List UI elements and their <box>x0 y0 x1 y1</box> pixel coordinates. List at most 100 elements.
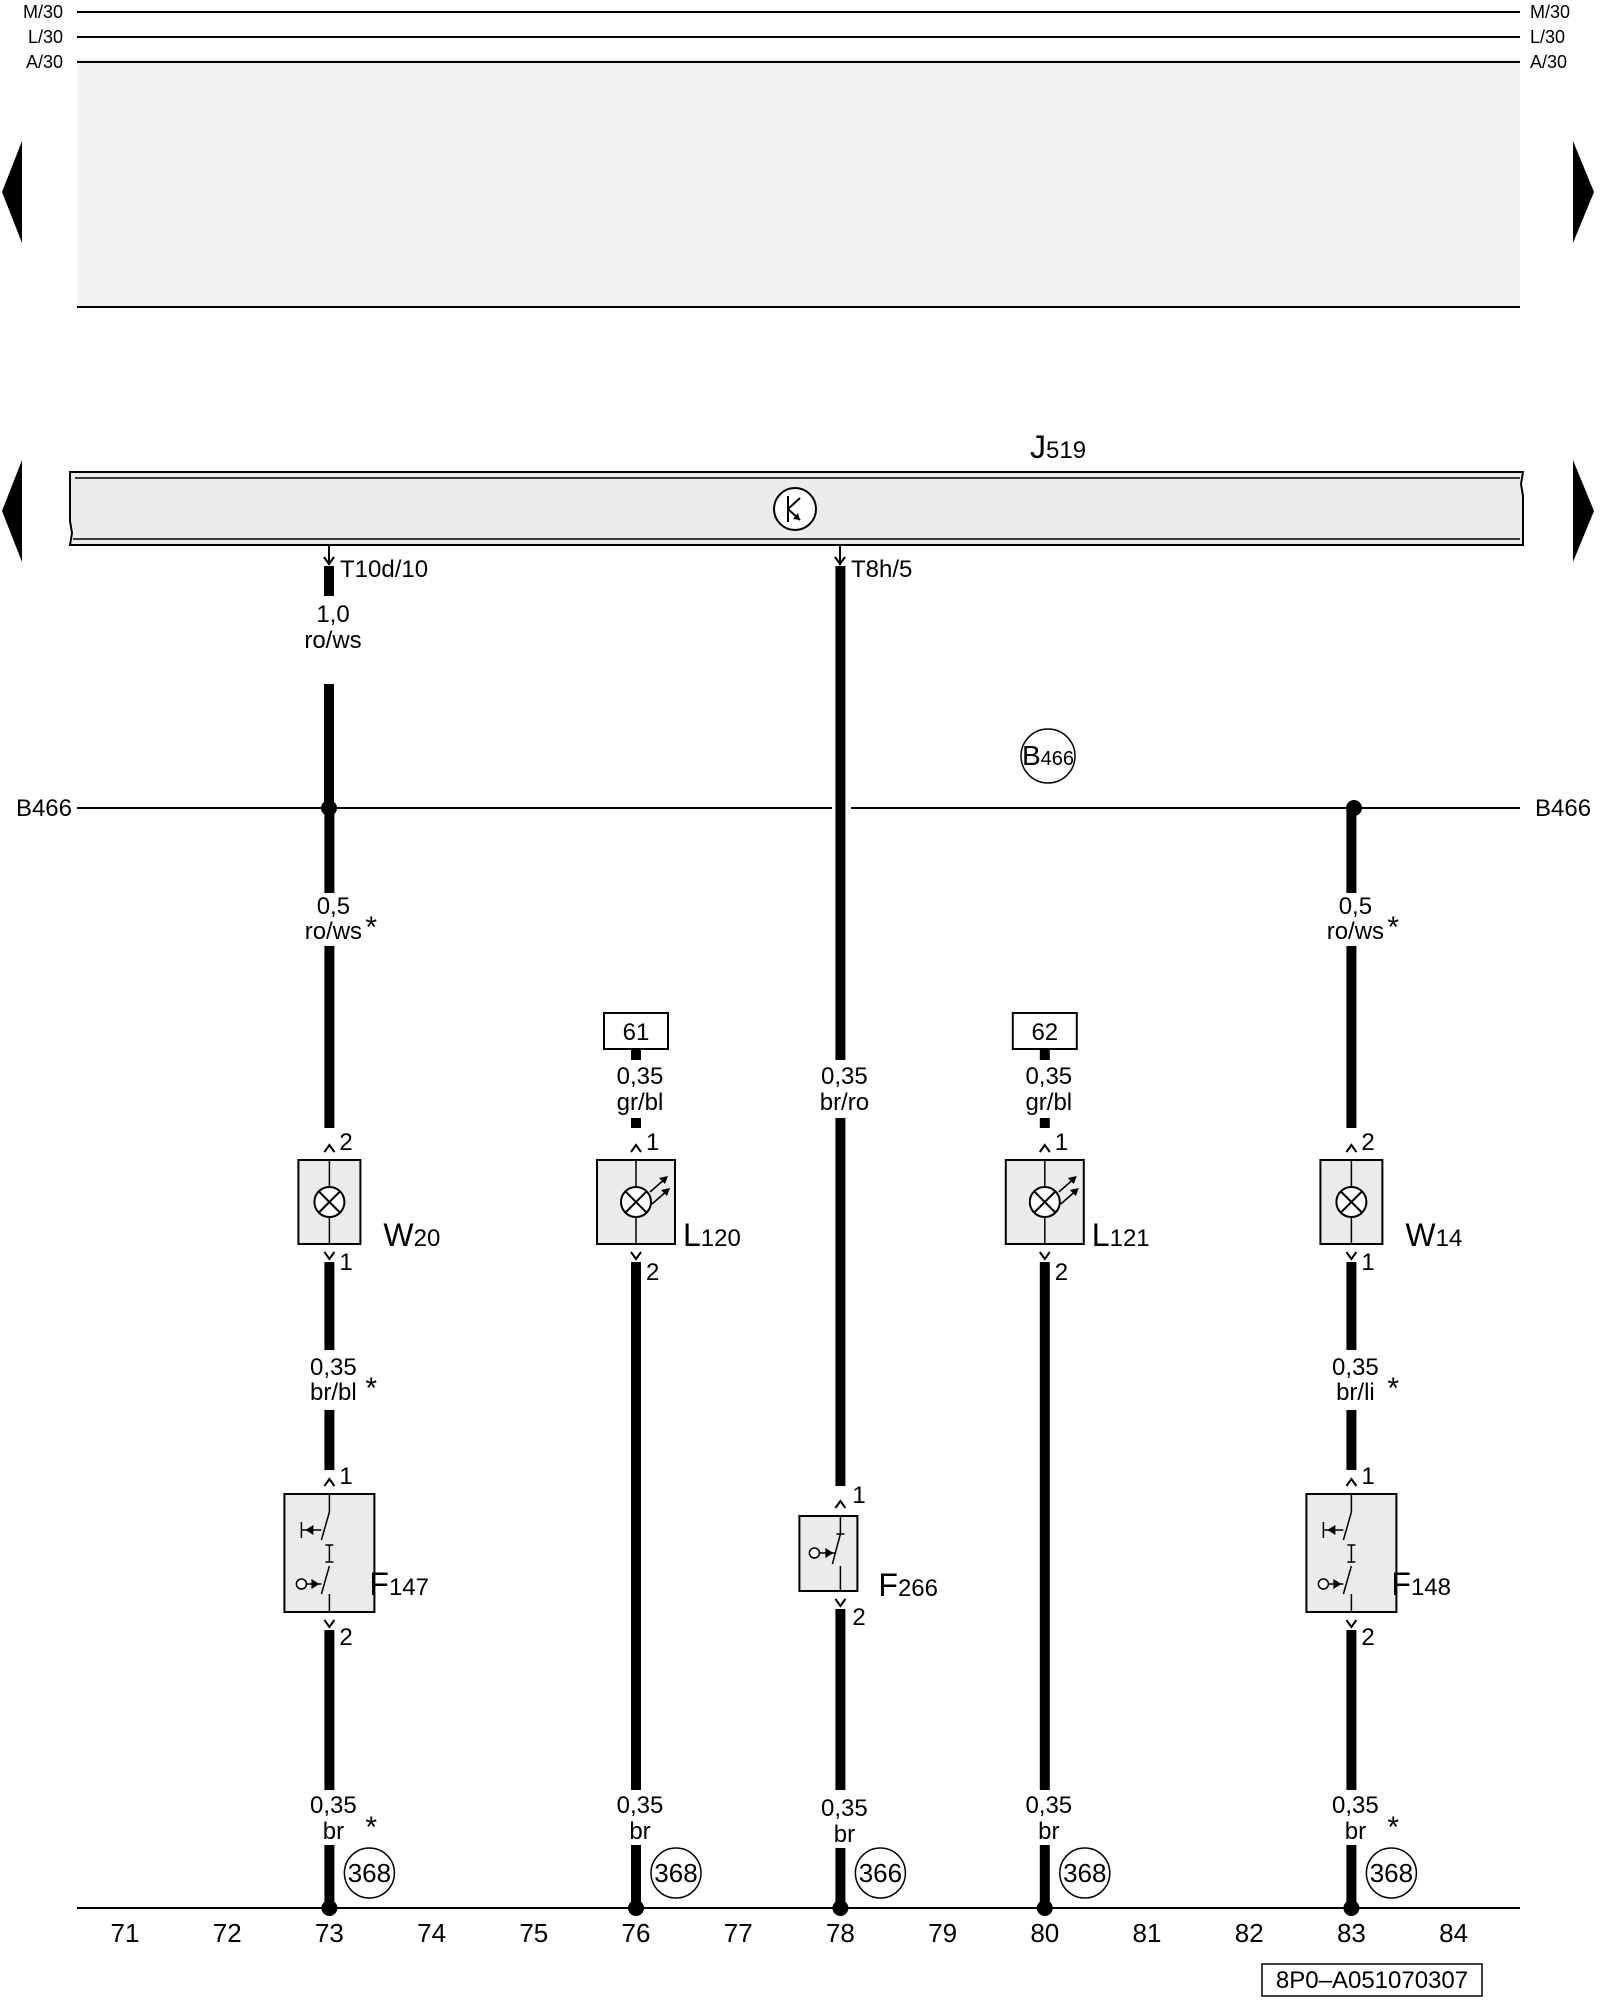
l120-ref-number: 61 <box>623 1019 650 1046</box>
w20-component-label: W20 <box>383 1217 440 1253</box>
connector-arrow-a <box>323 556 335 566</box>
0-upper_wire-size: 0,5 <box>317 893 350 920</box>
3-ground_wire-color: br <box>1038 1818 1059 1845</box>
l121-component-number: 121 <box>1110 1225 1150 1252</box>
control-unit-name: J <box>1030 429 1046 465</box>
control-unit-number: 519 <box>1046 437 1086 464</box>
l121-pin-top-arrow <box>1038 1143 1051 1153</box>
2-upper_wire-size: 0,35 <box>821 1063 868 1090</box>
w20-switch-pin-bottom-arrow <box>323 1619 336 1629</box>
w14-switch-label: F148 <box>1391 1566 1451 1602</box>
l121-ground-circle <box>1059 1847 1111 1899</box>
column-number-82: 82 <box>1235 1918 1264 1948</box>
4-upper_wire-color: ro/ws <box>1327 918 1384 945</box>
4-upper_wire-size: 0,5 <box>1339 893 1372 920</box>
w14-switch-pin-bottom-arrow <box>1345 1619 1358 1629</box>
w20-switch-pin-bottom: 2 <box>339 1624 352 1651</box>
w14-component-name: W <box>1405 1217 1436 1253</box>
svg-text:B466: B466 <box>1022 740 1074 771</box>
rail-label-m30-left: M/30 <box>23 2 63 22</box>
footer-code: 8P0–A051070307 <box>1276 1967 1468 1994</box>
2-ground_wire-size: 0,35 <box>821 1795 868 1822</box>
bus-label-right: B466 <box>1535 795 1591 822</box>
f266-switch-pin-bottom: 2 <box>852 1604 865 1631</box>
next-page-arrow-top[interactable] <box>1573 141 1594 243</box>
l120-ref-box <box>603 1012 669 1050</box>
rail-label-a30-left: A/30 <box>26 52 63 72</box>
l121-pin-bottom: 2 <box>1055 1259 1068 1286</box>
0-ground_wire-star: * <box>365 1811 377 1844</box>
w20-switch-number: 147 <box>389 1574 429 1601</box>
w20-ground-circle <box>343 1847 396 1899</box>
0-upper_wire-color: ro/ws <box>305 918 362 945</box>
l120-pin-bottom: 2 <box>646 1259 659 1286</box>
2-ground_wire-color: br <box>834 1821 855 1848</box>
column-number-80: 80 <box>1030 1918 1059 1948</box>
0-mid_wire-size: 0,35 <box>310 1354 357 1381</box>
branch-group: 0,5ro/ws*21W200,35br/bl*12F1470,35br*368… <box>283 566 1463 1916</box>
column-number-75: 75 <box>519 1918 548 1948</box>
column-number-83: 83 <box>1337 1918 1366 1948</box>
1-upper_wire-size: 0,35 <box>617 1063 664 1090</box>
f266-ground-number: 366 <box>859 1858 902 1888</box>
0-mid_wire-color: br/bl <box>310 1379 357 1406</box>
w20-switch-pin-top: 1 <box>339 1463 352 1490</box>
w14-lamp-icon <box>1335 1186 1368 1218</box>
4-mid_wire-color: br/li <box>1336 1379 1375 1406</box>
w14-ground-circle <box>1365 1847 1418 1899</box>
b466-letter: B <box>1022 740 1041 771</box>
l120-pin-top-arrow <box>630 1143 642 1153</box>
w14-component-number: 14 <box>1436 1225 1463 1252</box>
w20-lamp-icon <box>313 1186 346 1218</box>
l120-component-label: L120 <box>683 1217 741 1253</box>
4-mid_wire-star: * <box>1387 1372 1399 1405</box>
l121-component-label: L121 <box>1092 1217 1150 1253</box>
top-rail-panel <box>77 59 1520 307</box>
feed-wire-size: 1,0 <box>316 601 349 628</box>
1-ground_wire-size: 0,35 <box>617 1792 664 1819</box>
l121-light-rays-icon <box>1058 1176 1079 1205</box>
w14-switch-pin-top: 1 <box>1361 1463 1374 1490</box>
f266-switch-label: F266 <box>878 1567 938 1603</box>
w14-switch-pin-top-arrow <box>1345 1477 1358 1487</box>
l120-ground-circle <box>650 1847 702 1899</box>
l121-ref-box <box>1011 1012 1078 1050</box>
0-ground_wire-color: br <box>323 1818 344 1845</box>
control-unit-label: J519 <box>1030 429 1086 465</box>
1-upper_wire-color: gr/bl <box>617 1089 664 1116</box>
feed-wire-color: ro/ws <box>304 627 361 654</box>
f266-switch-pin-top-arrow <box>834 1499 847 1509</box>
l120-pin-top: 1 <box>646 1129 659 1156</box>
l121-component-name: L <box>1092 1217 1110 1253</box>
w20-switch-name: F <box>369 1566 389 1602</box>
3-upper_wire-color: gr/bl <box>1025 1089 1072 1116</box>
bus-label-left: B466 <box>16 795 72 822</box>
1-ground_wire-color: br <box>629 1818 650 1845</box>
prev-page-arrow-bottom[interactable] <box>2 460 22 562</box>
w14-switch-icon <box>1317 1494 1356 1612</box>
3-ground_wire-size: 0,35 <box>1025 1792 1072 1819</box>
prev-page-arrow-top[interactable] <box>2 141 22 243</box>
l121-ground-number: 368 <box>1063 1858 1106 1888</box>
4-ground_wire-color: br <box>1345 1818 1366 1845</box>
footer-code-box <box>1261 1963 1483 1997</box>
l121-lamp-icon <box>1028 1186 1061 1218</box>
w14-switch-name: F <box>1391 1566 1411 1602</box>
l120-component-number: 120 <box>701 1225 741 1252</box>
connector-label-a: T10d/10 <box>340 556 428 583</box>
connector-label-b: T8h/5 <box>851 556 912 583</box>
column-number-73: 73 <box>315 1918 344 1948</box>
column-number-84: 84 <box>1439 1918 1468 1948</box>
w20-switch-pin-top-arrow <box>323 1477 336 1487</box>
w14-switch-pin-bottom: 2 <box>1361 1624 1374 1651</box>
w14-pin-bottom-arrow <box>1345 1251 1358 1261</box>
column-number-74: 74 <box>417 1918 446 1948</box>
column-number-77: 77 <box>724 1918 753 1948</box>
b466-marker: B466 <box>1020 728 1076 784</box>
next-page-arrow-bottom[interactable] <box>1573 460 1594 562</box>
